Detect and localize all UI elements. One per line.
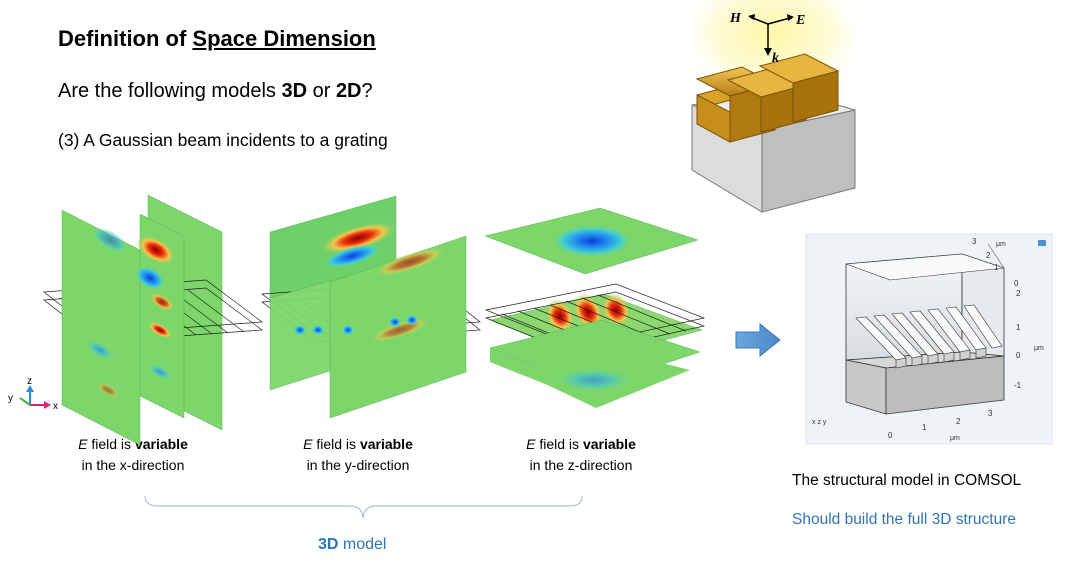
caption-y: E field is variable in the y-direction bbox=[303, 436, 413, 473]
slide-title: Definition of Space Dimension bbox=[58, 26, 376, 51]
build-full-3d-caption: Should build the full 3D structure bbox=[792, 511, 1017, 528]
svg-text:μm: μm bbox=[996, 241, 1006, 248]
svg-text:0: 0 bbox=[888, 431, 893, 440]
right-arrow bbox=[735, 322, 781, 358]
comsol-triad: x z y bbox=[812, 419, 827, 426]
caption-z: E field is variable in the z-direction bbox=[526, 436, 636, 473]
subtitle: (3) A Gaussian beam incidents to a grati… bbox=[58, 130, 388, 150]
svg-text:1: 1 bbox=[1016, 323, 1021, 332]
gold-grating-bars bbox=[695, 53, 840, 143]
svg-text:2: 2 bbox=[986, 251, 991, 260]
polarization-arrows: H E k bbox=[729, 11, 805, 66]
svg-text:x: x bbox=[53, 401, 58, 412]
field-panel-x: z x y bbox=[8, 194, 263, 446]
model-3d-label: 3D model bbox=[318, 536, 387, 553]
axis-triad: z x y bbox=[8, 376, 58, 412]
brace bbox=[144, 495, 583, 519]
structural-model-caption: The structural model in COMSOL bbox=[792, 472, 1022, 489]
svg-text:1: 1 bbox=[994, 263, 999, 272]
grating-inset: H E k bbox=[690, 0, 856, 213]
svg-text:0: 0 bbox=[1014, 279, 1019, 288]
svg-text:μm: μm bbox=[950, 435, 960, 442]
svg-text:2: 2 bbox=[956, 417, 961, 426]
svg-text:3: 3 bbox=[972, 237, 977, 246]
svg-text:1: 1 bbox=[922, 423, 927, 432]
field-panel-y bbox=[261, 195, 481, 419]
comsol-grating-bars bbox=[855, 304, 1003, 369]
h-label: H bbox=[729, 11, 742, 26]
title-underlined: Space Dimension bbox=[192, 26, 376, 51]
svg-text:z: z bbox=[27, 376, 32, 387]
svg-text:-1: -1 bbox=[1014, 381, 1022, 390]
view-icon bbox=[1038, 240, 1046, 246]
comsol-model-view: 3 2 1 0 μm 2 1 0 -1 μm 0 1 2 3 μm x z y bbox=[805, 233, 1053, 445]
field-panel-z bbox=[484, 207, 706, 408]
k-label: k bbox=[772, 51, 779, 66]
comsol-tick-labels: 3 2 1 0 μm 2 1 0 -1 μm 0 1 2 3 μm bbox=[888, 237, 1044, 442]
question-line: Are the following models 3D or 2D? bbox=[58, 80, 373, 102]
svg-text:3: 3 bbox=[988, 409, 993, 418]
svg-text:0: 0 bbox=[1016, 351, 1021, 360]
caption-x: E field is variable in the x-direction bbox=[78, 436, 188, 473]
e-label: E bbox=[795, 13, 805, 28]
svg-text:y: y bbox=[8, 393, 13, 404]
svg-text:μm: μm bbox=[1034, 345, 1044, 352]
svg-text:2: 2 bbox=[1016, 289, 1021, 298]
